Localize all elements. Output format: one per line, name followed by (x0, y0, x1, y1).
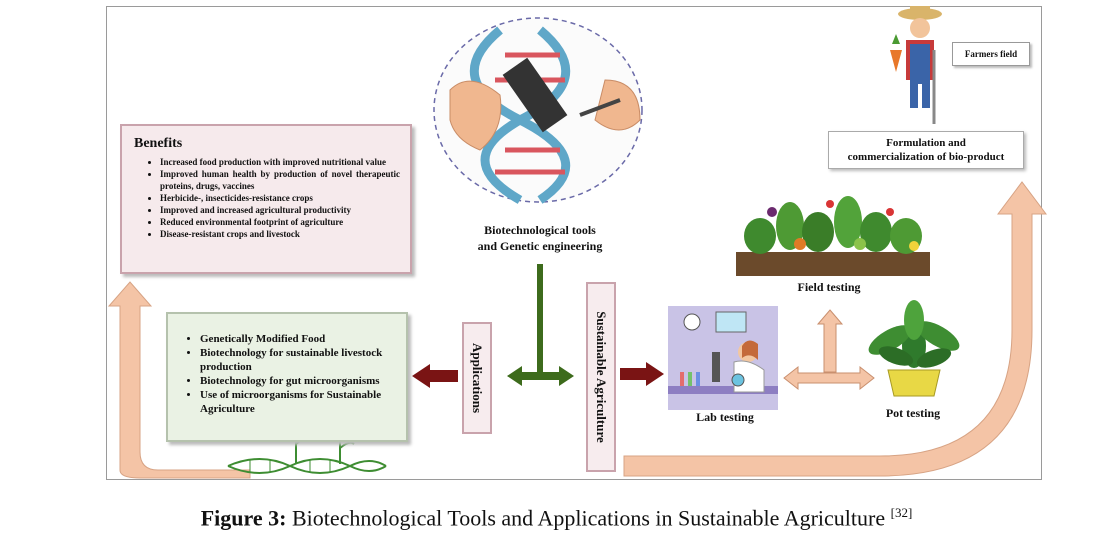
benefit-item: Reduced environmental footprint of agric… (160, 216, 400, 228)
dna-vine-illustration (227, 432, 387, 474)
farmer-illustration (890, 6, 942, 124)
application-item: Genetically Modified Food (200, 332, 396, 346)
biotech-tools-label: Biotechnological tools and Genetic engin… (470, 222, 610, 254)
benefit-item: Herbicide-, insecticides-resistance crop… (160, 192, 400, 204)
benefit-item: Improved human health by production of n… (160, 168, 400, 192)
field-vertical-arrow (816, 309, 844, 373)
caption-label: Figure 3: (200, 505, 287, 531)
farmers-field-label: Farmers field (952, 42, 1030, 66)
green-left-arrowhead (507, 366, 540, 386)
dna-illustration (433, 17, 643, 204)
benefits-title: Benefits (134, 136, 183, 151)
applications-label-text: Applications (470, 342, 486, 414)
biotech-tools-line1: Biotechnological tools (484, 223, 596, 237)
lab-testing-label: Lab testing (696, 410, 754, 424)
applications-label: Applications (462, 322, 492, 434)
benefit-item: Disease-resistant crops and livestock (160, 228, 400, 240)
benefits-box: Benefits Increased food production with … (120, 124, 412, 274)
caption-text: Biotechnological Tools and Applications … (286, 505, 891, 531)
benefits-list: Increased food production with improved … (134, 156, 400, 240)
application-item: Biotechnology for gut microorganisms (200, 374, 396, 388)
application-item: Biotechnology for sustainable livestock … (200, 346, 396, 374)
benefit-item: Improved and increased agricultural prod… (160, 204, 400, 216)
left-up-arrow (107, 281, 251, 479)
green-right-arrowhead (540, 366, 574, 386)
sustainable-agriculture-label: Sustainable Agriculture (586, 282, 616, 472)
lab-illustration (668, 306, 778, 410)
biotech-tools-line2: and Genetic engineering (477, 239, 603, 253)
field-testing-label: Field testing (797, 280, 861, 294)
figure-caption: Figure 3: Biotechnological Tools and App… (0, 505, 1113, 531)
formulation-line2: commercialization of bio-product (847, 151, 1005, 163)
formulation-box: Formulation and commercialization of bio… (828, 131, 1024, 169)
benefit-item: Increased food production with improved … (160, 156, 400, 168)
pot-testing-label: Pot testing (885, 406, 941, 420)
lab-pot-double-arrow (783, 365, 875, 391)
red-arrow-to-apps (412, 364, 458, 388)
right-curve-arrow (623, 181, 1047, 477)
application-item: Use of microorganisms for Sustainable Ag… (200, 388, 396, 416)
applications-list: Genetically Modified Food Biotechnology … (178, 332, 396, 416)
pot-plant-illustration (868, 300, 960, 397)
red-arrow-to-lab (620, 362, 664, 386)
caption-ref: [32] (890, 505, 913, 520)
sustainable-agriculture-label-text: Sustainable Agriculture (594, 311, 609, 443)
formulation-line1: Formulation and (886, 137, 966, 149)
applications-list-box: Genetically Modified Food Biotechnology … (166, 312, 408, 442)
green-stem (537, 264, 543, 376)
field-illustration (736, 196, 930, 276)
